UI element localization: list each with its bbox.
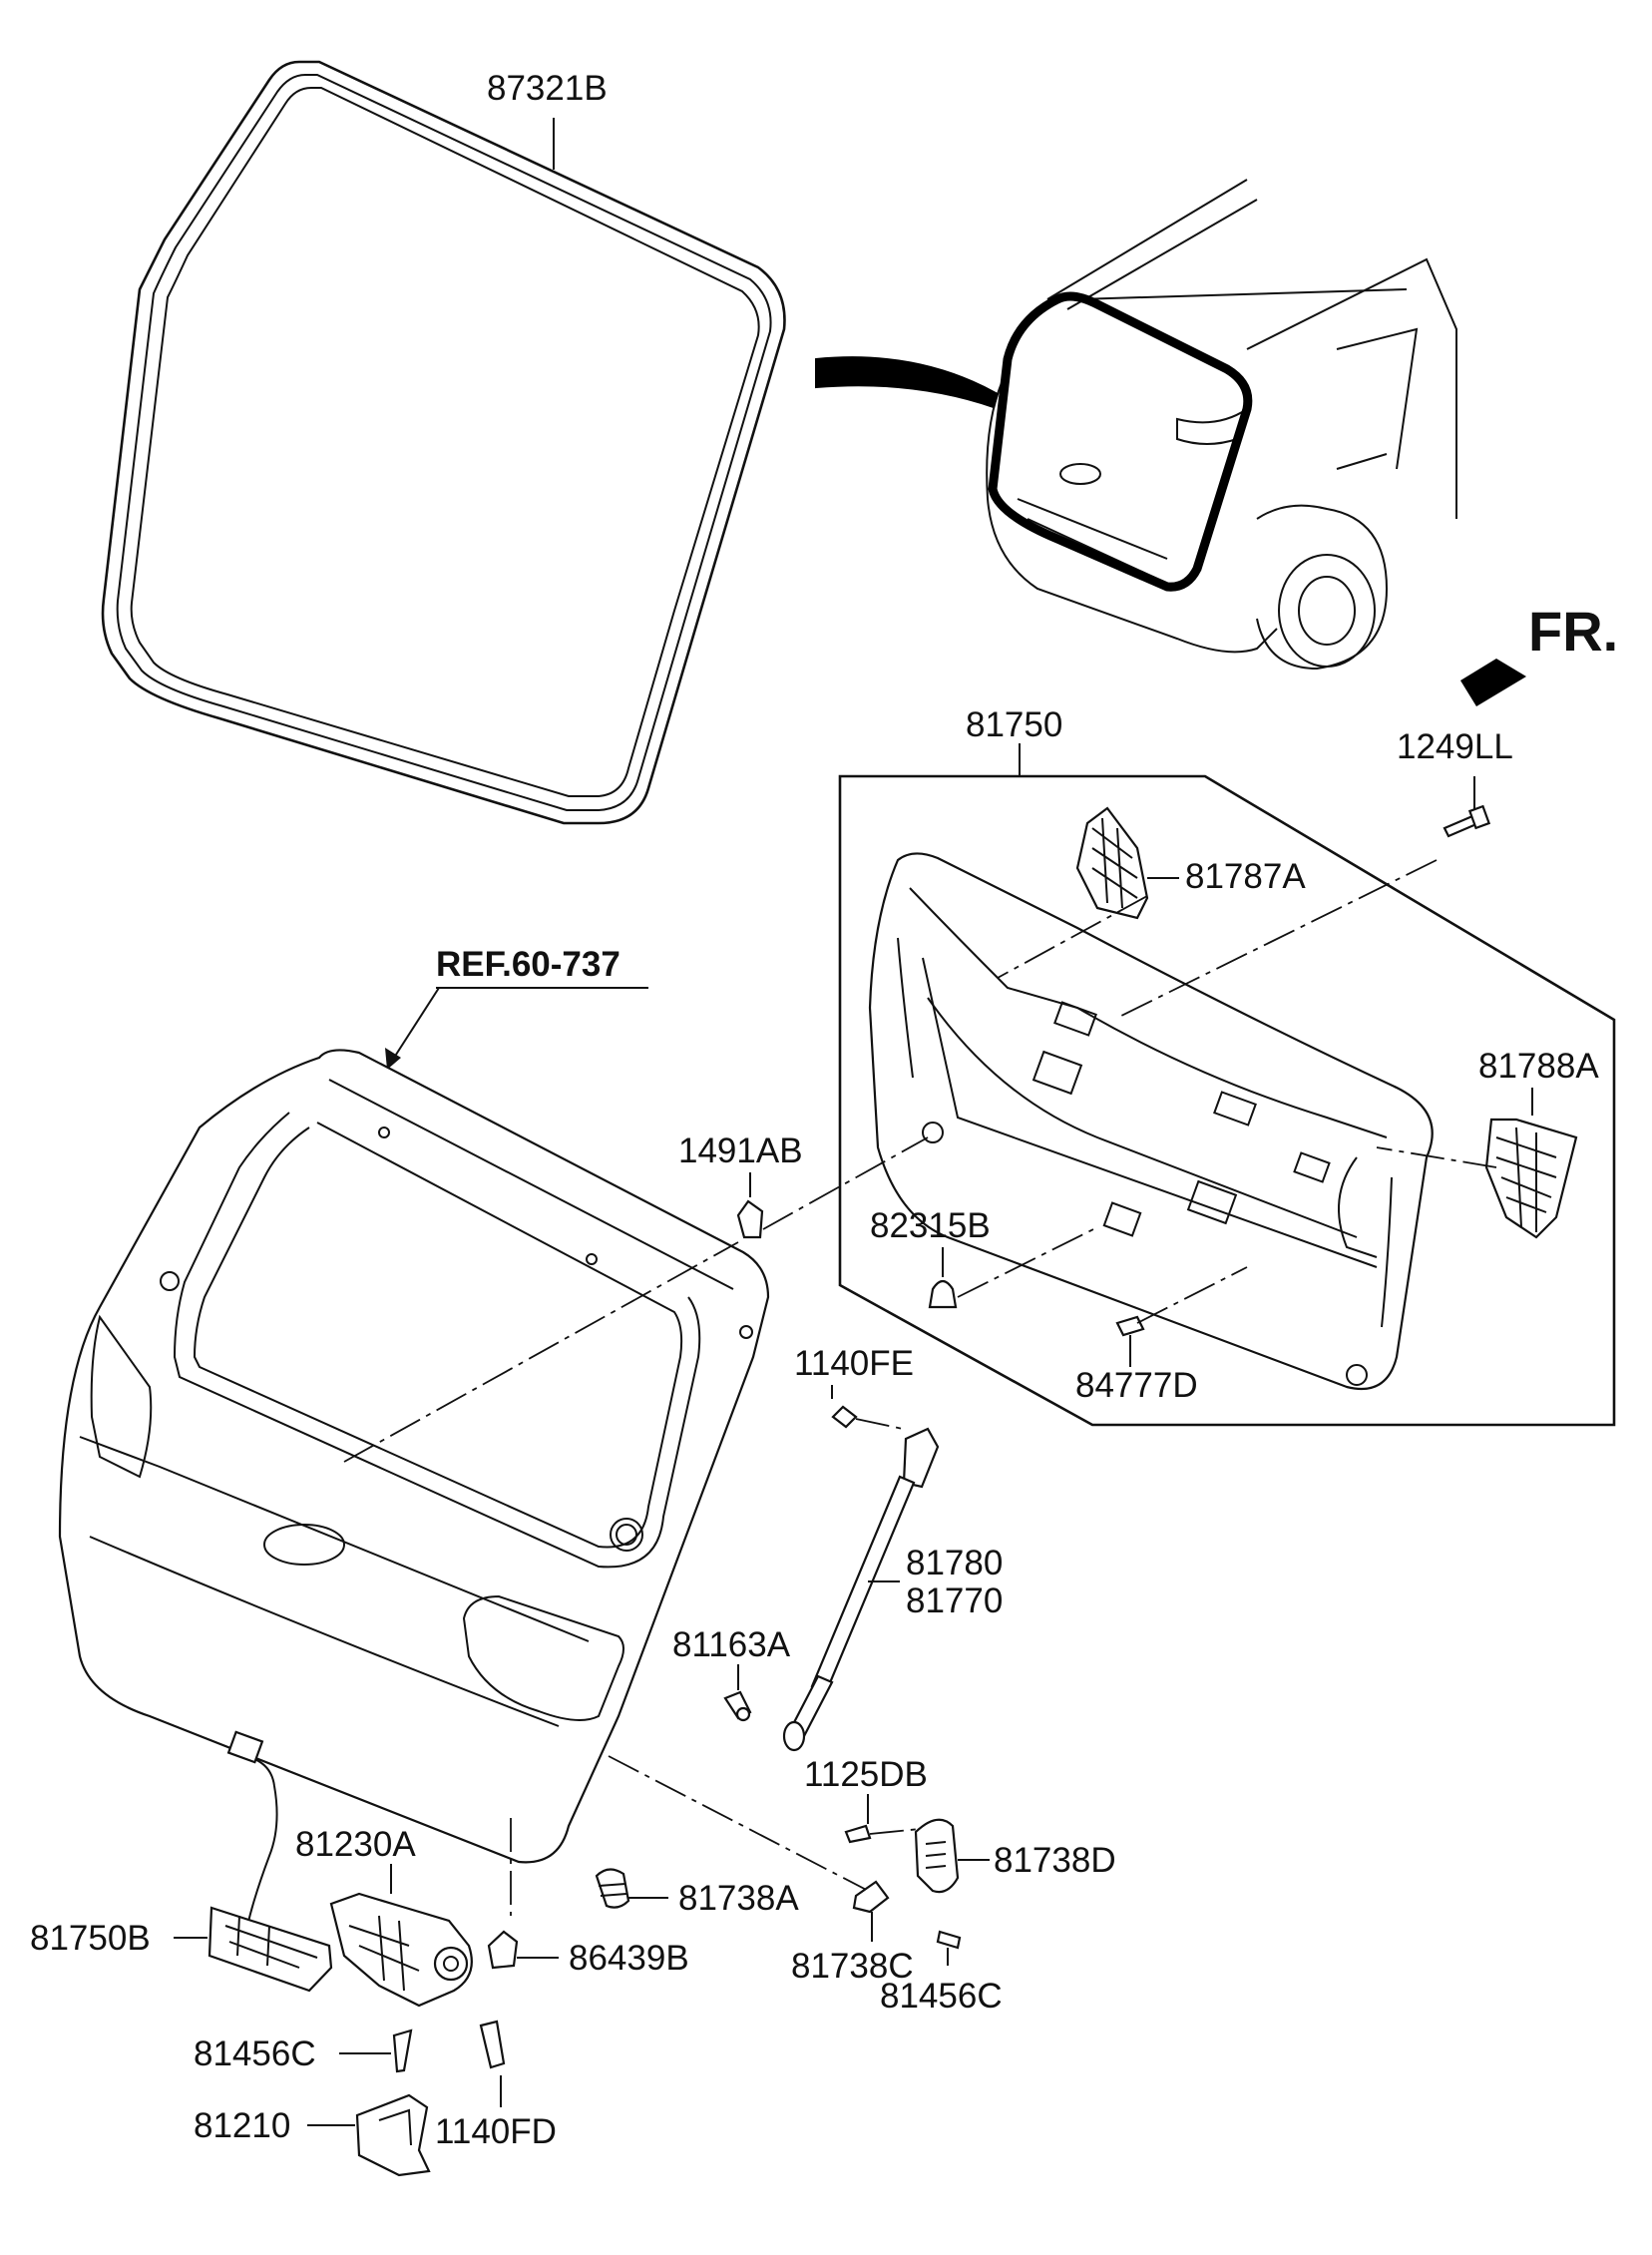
- label-81750b: 81750B: [30, 1919, 151, 1958]
- front-arrow-icon: [1460, 659, 1526, 706]
- label-87321b: 87321B: [487, 69, 608, 108]
- label-81163a: 81163A: [672, 1625, 791, 1664]
- screw-81456c-right: 81456C: [880, 1930, 1003, 2016]
- bolt-1140fd: 1140FD: [435, 2020, 557, 2151]
- label-81738d: 81738D: [994, 1841, 1116, 1880]
- label-81456c-left: 81456C: [194, 2034, 316, 2073]
- label-84777d: 84777D: [1075, 1366, 1198, 1405]
- pointer-arrow: [815, 356, 1000, 409]
- label-81210: 81210: [194, 2106, 290, 2145]
- label-82315b: 82315B: [870, 1206, 991, 1245]
- label-1249ll: 1249LL: [1397, 727, 1513, 766]
- handle-81210: 81210: [194, 2093, 431, 2177]
- clip-1491ab: 1491AB: [678, 1131, 929, 1239]
- label-81787a: 81787A: [1185, 857, 1306, 896]
- label-81780: 81780: [906, 1544, 1003, 1582]
- label-81230a: 81230A: [295, 1825, 416, 1864]
- bolt-1125db: 1125DB: [804, 1755, 931, 1844]
- bumper-81738c: 81738C: [791, 1880, 914, 1986]
- label-81738a: 81738A: [678, 1879, 799, 1918]
- gas-strut-81780-81770: 1140FE 81780 81770: [782, 1344, 1003, 1752]
- weatherstrip-highlight: [988, 291, 1253, 592]
- screw-84777d: 84777D: [1075, 1315, 1198, 1405]
- label-1491ab: 1491AB: [678, 1131, 803, 1170]
- trim-panel-assembly-81750: 81750 81787A 81788A: [838, 705, 1616, 1427]
- label-81738c: 81738C: [791, 1947, 914, 1986]
- label-81750: 81750: [966, 705, 1062, 744]
- ball-stud-81163a: 81163A: [672, 1625, 791, 1722]
- grommet-82315b: 82315B: [870, 1206, 991, 1309]
- label-81456c-right: 81456C: [880, 1977, 1003, 2016]
- tailgate-body: [58, 1049, 879, 1916]
- label-81770: 81770: [906, 1581, 1003, 1620]
- screw-81456c-left: 81456C: [194, 2029, 413, 2073]
- front-direction-indicator: FR.: [1460, 600, 1618, 706]
- striker-81738d: 81738D: [914, 1818, 1116, 1894]
- label-ref: REF.60-737: [436, 945, 620, 984]
- label-fr: FR.: [1528, 600, 1618, 663]
- weatherstrip-87321b: 87321B: [101, 60, 786, 825]
- cover-81787a: 81787A: [1075, 806, 1306, 920]
- bolt-1249ll: 1249LL: [1397, 727, 1513, 838]
- cover-81788a: 81788A: [1478, 1047, 1599, 1239]
- clip-86439b: 86439B: [487, 1930, 689, 1978]
- reference-60-737: REF.60-737: [385, 945, 648, 1070]
- label-1140fe: 1140FE: [794, 1344, 914, 1383]
- label-81788a: 81788A: [1478, 1047, 1599, 1086]
- label-1140fd: 1140FD: [435, 2112, 557, 2151]
- latch-81230a: 81230A: [295, 1825, 473, 2008]
- label-86439b: 86439B: [569, 1939, 689, 1978]
- lamp-81750b: 81750B: [30, 1730, 333, 1993]
- vehicle-rear-view: [815, 179, 1457, 671]
- bumper-stop-81738a: 81738A: [595, 1868, 799, 1918]
- label-1125db: 1125DB: [804, 1755, 928, 1794]
